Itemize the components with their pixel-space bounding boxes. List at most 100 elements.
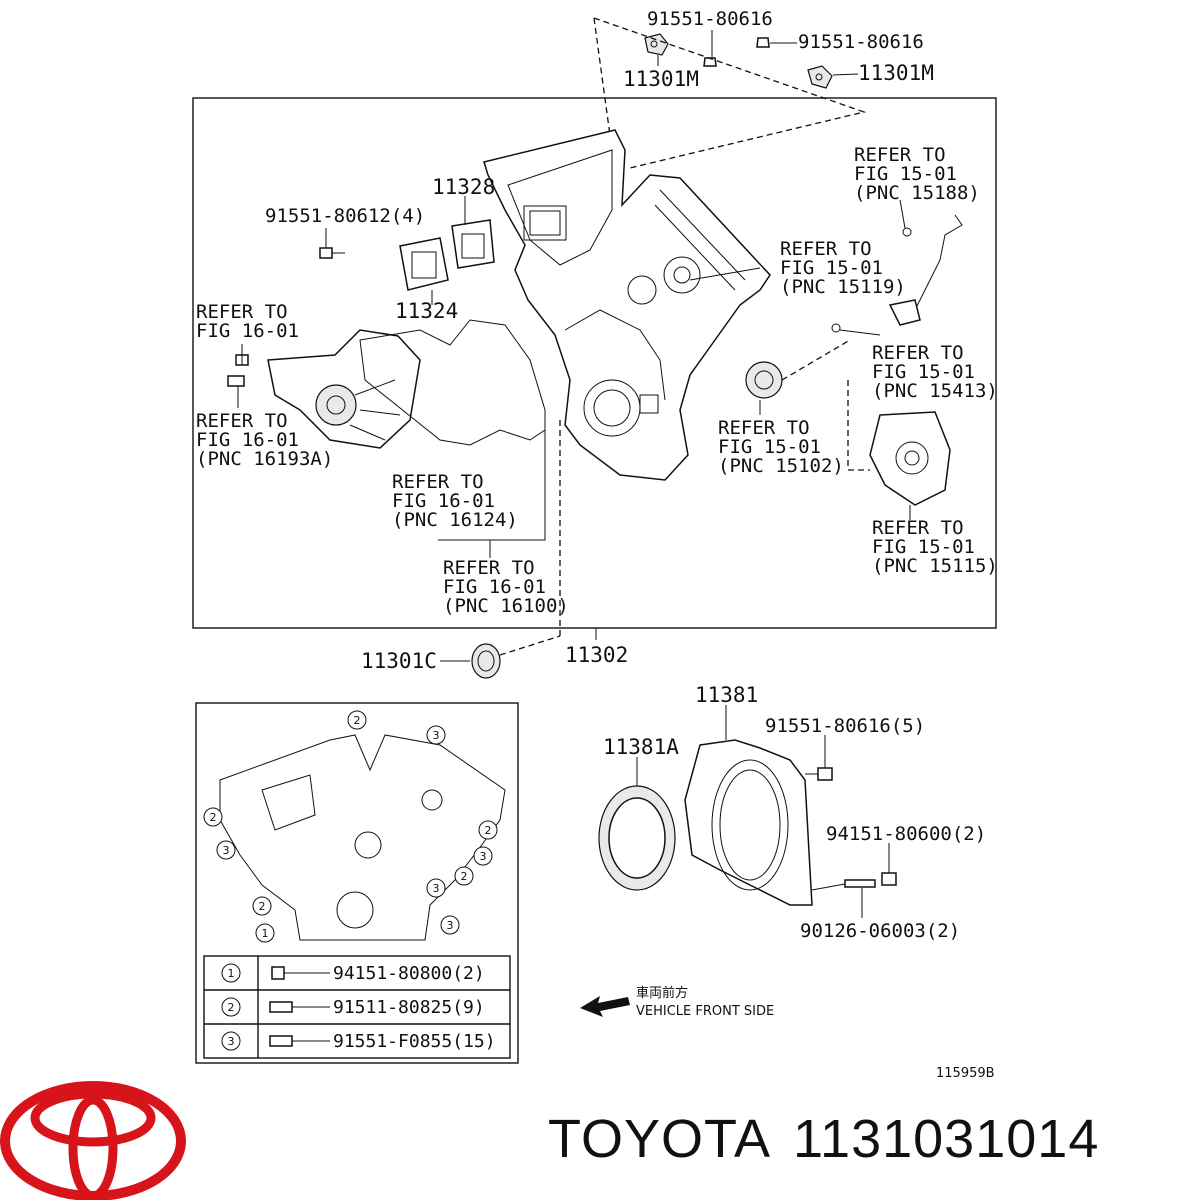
callout-number: 2 — [210, 811, 217, 824]
retainer-bolt — [805, 767, 833, 781]
label-91551-80612: 91551-80612(4) — [265, 205, 425, 227]
svg-text:REFER TO: REFER TO — [392, 471, 484, 493]
svg-text:FIG 16-01: FIG 16-01 — [196, 429, 299, 451]
label-11324: 11324 — [395, 299, 458, 323]
refer-note-15188: REFER TO FIG 15-01 (PNC 15188) — [854, 144, 980, 204]
bolt-legend-frame — [195, 702, 519, 1064]
svg-text:91551-F0855(15): 91551-F0855(15) — [333, 1031, 496, 1052]
callout-number: 3 — [447, 919, 454, 932]
brand-name: TOYOTA — [548, 1109, 772, 1169]
refer-note-16100: REFER TO FIG 16-01 (PNC 16100) — [443, 557, 569, 617]
callout-circle — [347, 710, 367, 730]
gasket-11328 — [451, 219, 495, 269]
callout-circle — [426, 725, 446, 745]
svg-text:91511-80825(9): 91511-80825(9) — [333, 997, 485, 1018]
callout-number: 3 — [433, 882, 440, 895]
retainer-stud — [844, 879, 876, 888]
svg-text:(PNC 15188): (PNC 15188) — [854, 182, 980, 204]
legend-cover-outline — [219, 734, 506, 941]
callout-number: 2 — [354, 714, 361, 727]
bolt-a-label: 91551-80616 — [647, 8, 773, 30]
svg-text:REFER TO: REFER TO — [196, 410, 288, 432]
front-arrow-icon — [580, 996, 630, 1017]
svg-text:REFER TO: REFER TO — [872, 517, 964, 539]
svg-text:FIG 16-01: FIG 16-01 — [196, 320, 299, 342]
sensor-a-label: 11301M — [623, 67, 699, 91]
cam-sensor-left — [644, 33, 669, 56]
main-frame — [192, 97, 997, 629]
oil-pump-seal — [745, 361, 783, 399]
svg-text:94151-80800(2): 94151-80800(2) — [333, 963, 485, 984]
callout-circle — [252, 896, 272, 916]
figure-code: 115959B — [936, 1066, 995, 1081]
brand-caption: TOYOTA 1131031014 — [548, 1108, 1121, 1170]
callout-circle — [203, 807, 223, 827]
vehicle-front-en: VEHICLE FRONT SIDE — [636, 1004, 774, 1019]
bolt-table-row-3: 3 91551-F0855(15) — [221, 1031, 496, 1052]
refer-note-16-01-top: REFER TO FIG 16-01 — [196, 301, 299, 342]
bolt-table — [203, 955, 511, 1059]
svg-text:(PNC 15413): (PNC 15413) — [872, 380, 998, 402]
callout-circle — [478, 820, 498, 840]
refer-note-15413: REFER TO FIG 15-01 (PNC 15413) — [872, 342, 998, 402]
bolt-right — [756, 37, 770, 48]
svg-text:REFER TO: REFER TO — [443, 557, 535, 579]
label-11381a: 11381A — [603, 735, 679, 759]
bolt-b-label: 91551-80616 — [798, 31, 924, 53]
oil-pump-body — [869, 411, 951, 506]
crank-oil-seal — [471, 643, 501, 679]
rear-oil-seal — [598, 785, 676, 891]
svg-text:(PNC 16100): (PNC 16100) — [443, 595, 569, 617]
svg-text:FIG 15-01: FIG 15-01 — [854, 163, 957, 185]
oil-pipe — [831, 214, 963, 333]
callout-circle — [440, 915, 460, 935]
svg-text:FIG 15-01: FIG 15-01 — [718, 436, 821, 458]
svg-text:FIG 16-01: FIG 16-01 — [443, 576, 546, 598]
svg-text:(PNC 15119): (PNC 15119) — [780, 276, 906, 298]
label-11301c: 11301C — [361, 649, 437, 673]
callout-circle — [216, 840, 236, 860]
svg-text:REFER TO: REFER TO — [872, 342, 964, 364]
refer-note-16193a: REFER TO FIG 16-01 (PNC 16193A) — [196, 410, 333, 470]
cam-sensor-right — [807, 65, 833, 89]
svg-text:FIG 15-01: FIG 15-01 — [780, 257, 883, 279]
callout-number: 1 — [262, 927, 269, 940]
label-94151-80600: 94151-80600(2) — [826, 823, 986, 845]
svg-text:FIG 15-01: FIG 15-01 — [872, 361, 975, 383]
part-number: 1131031014 — [793, 1109, 1100, 1169]
refer-note-15115: REFER TO FIG 15-01 (PNC 15115) — [872, 517, 998, 577]
label-91551-80616-5: 91551-80616(5) — [765, 715, 925, 737]
callout-number: 3 — [433, 729, 440, 742]
toyota-logo-icon — [0, 1081, 186, 1200]
bolt-table-row-1: 1 94151-80800(2) — [221, 963, 485, 984]
rear-oil-seal-retainer — [684, 739, 813, 906]
callout-circle — [255, 923, 275, 943]
label-11302: 11302 — [565, 643, 628, 667]
svg-text:FIG 15-01: FIG 15-01 — [872, 536, 975, 558]
svg-text:REFER TO: REFER TO — [196, 301, 288, 323]
vehicle-front-jp: 車両前方 — [636, 985, 688, 1001]
svg-text:(PNC 16193A): (PNC 16193A) — [196, 448, 333, 470]
water-pump-gasket — [359, 319, 546, 446]
bolt-table-row-2: 2 91511-80825(9) — [221, 997, 485, 1018]
svg-text:FIG 16-01: FIG 16-01 — [392, 490, 495, 512]
svg-text:REFER TO: REFER TO — [780, 238, 872, 260]
svg-text:REFER TO: REFER TO — [854, 144, 946, 166]
left-fitting-lower — [227, 375, 245, 387]
callout-number: 2 — [461, 870, 468, 883]
svg-text:2: 2 — [228, 1001, 235, 1014]
sensor-b-label: 11301M — [858, 61, 934, 85]
callout-number: 2 — [485, 824, 492, 837]
label-11381: 11381 — [695, 683, 758, 707]
refer-note-15102: REFER TO FIG 15-01 (PNC 15102) — [718, 417, 844, 477]
label-90126-06003: 90126-06003(2) — [800, 920, 960, 942]
gasket-11324 — [399, 237, 449, 291]
svg-text:(PNC 15115): (PNC 15115) — [872, 555, 998, 577]
callout-circle — [426, 878, 446, 898]
bolt-80612 — [319, 247, 345, 259]
svg-text:1: 1 — [228, 967, 235, 980]
callout-circle — [454, 866, 474, 886]
svg-text:REFER TO: REFER TO — [718, 417, 810, 439]
